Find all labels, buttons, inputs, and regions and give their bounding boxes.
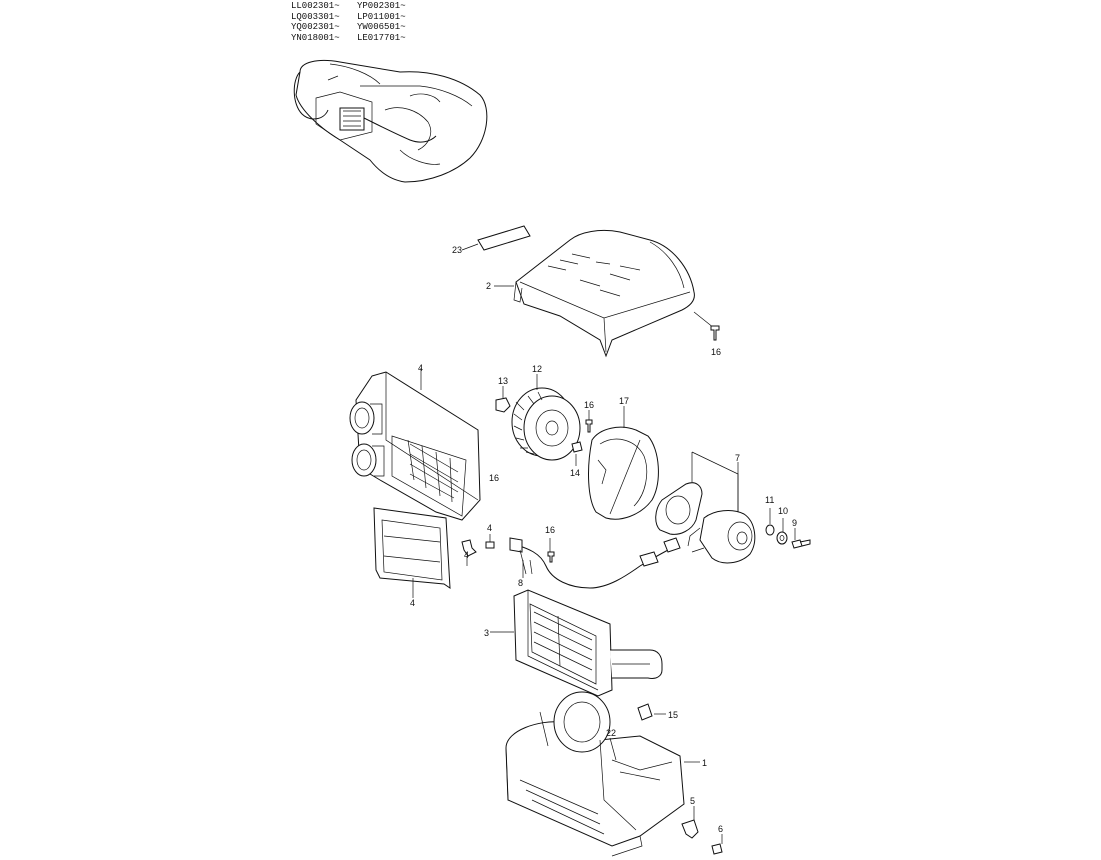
- callout-7: 7: [735, 453, 740, 463]
- part-2-blower-cover: [494, 229, 695, 358]
- callout-6: 6: [718, 824, 723, 834]
- callout-4: 4: [418, 363, 423, 373]
- callout-4: 4: [410, 598, 415, 608]
- callout-13: 13: [498, 376, 508, 386]
- part-6-screw: [711, 834, 723, 855]
- serial-code: LL002301~: [291, 1, 340, 11]
- callout-2: 2: [486, 281, 491, 291]
- part-16-screw-fan: [585, 410, 593, 433]
- serial-code: YQ002301~: [291, 22, 340, 32]
- part-3-heater-core: [490, 589, 663, 697]
- serial-code: YN018001~: [291, 32, 340, 43]
- part-14-clip: [571, 441, 583, 466]
- serial-row: YQ002301~ YW006501~: [291, 22, 421, 33]
- serial-code: LE017701~: [357, 32, 406, 43]
- part-17-fan-housing-plate: [588, 406, 659, 520]
- serial-row: YN018001~ LE017701~: [291, 33, 421, 44]
- callout-5: 5: [690, 796, 695, 806]
- part-13-nut: [495, 386, 511, 413]
- part-10-washer: [776, 518, 788, 545]
- callout-12: 12: [532, 364, 542, 374]
- callout-11: 11: [765, 495, 774, 505]
- part-4-vent-housing: [349, 368, 481, 521]
- callout-4: 4: [464, 550, 469, 560]
- callout-labels: 23 2 16 4 13 12 16 17 16 14 7 11 10 9 4 …: [410, 245, 797, 834]
- callout-23: 23: [452, 245, 462, 255]
- serial-row: LL002301~ YP002301~: [291, 1, 421, 12]
- part-7-motor-bracket: [655, 451, 739, 535]
- callout-14: 14: [570, 468, 580, 478]
- part-4-bolt: [485, 534, 495, 549]
- callout-16: 16: [489, 473, 499, 483]
- callout-16: 16: [545, 525, 555, 535]
- serial-code: LQ003301~: [291, 11, 340, 22]
- part-23-decal: [461, 225, 531, 251]
- part-8-wiring-harness: [509, 537, 681, 589]
- callout-4: 4: [487, 523, 492, 533]
- part-4-cover-plate: [373, 507, 451, 598]
- part-5-bracket: [681, 806, 699, 839]
- serial-code: LP011001~: [357, 11, 406, 22]
- callout-16: 16: [711, 347, 721, 357]
- part-11-washer: [765, 508, 775, 536]
- callout-3: 3: [484, 628, 489, 638]
- callout-17: 17: [619, 396, 629, 406]
- part-12-blower-fan: [511, 374, 581, 461]
- callout-16: 16: [584, 400, 594, 410]
- callout-22: 22: [606, 728, 616, 738]
- part-4-bracket-clip: [461, 539, 477, 566]
- callout-15: 15: [668, 710, 678, 720]
- callout-9: 9: [792, 518, 797, 528]
- serial-number-block: LL002301~ YP002301~ LQ003301~ LP011001~ …: [291, 1, 421, 43]
- part-16-screw-wiring: [547, 538, 555, 563]
- callout-1: 1: [702, 758, 707, 768]
- part-9-bolt: [791, 528, 811, 549]
- serial-row: LQ003301~ LP011001~: [291, 12, 421, 23]
- part-1-blower-case: [505, 691, 700, 857]
- serial-code: YP002301~: [357, 1, 406, 11]
- part-15-bracket: [637, 703, 666, 721]
- callout-8: 8: [518, 578, 523, 588]
- part-16-screw-top: [693, 311, 720, 341]
- blower-motor: [687, 510, 756, 564]
- serial-code: YW006501~: [357, 22, 406, 32]
- callout-10: 10: [778, 506, 788, 516]
- machine-locator-view: [293, 59, 488, 183]
- part-22-seal: [609, 737, 617, 761]
